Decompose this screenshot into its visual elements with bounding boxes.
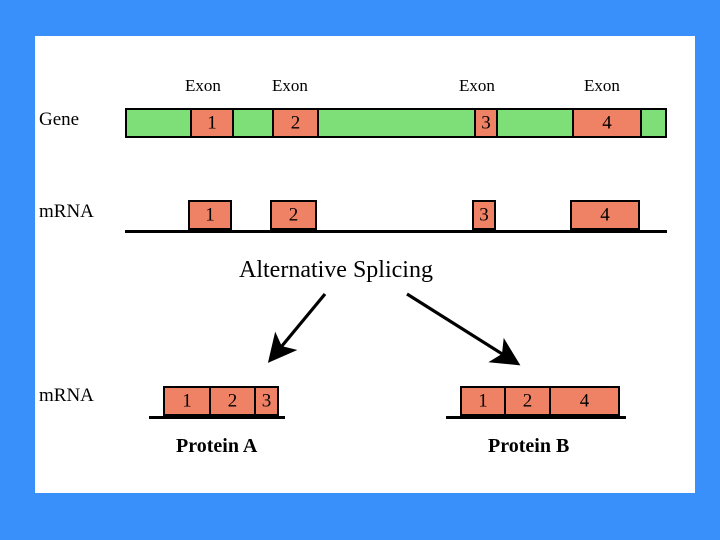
arrow-to-protein-a [267,292,327,363]
gene-exon-4[interactable]: 4 [572,110,642,136]
exon-caption-2: Exon [272,76,308,95]
exon-caption-1: Exon [185,76,221,95]
mrna-exon-1[interactable]: 1 [188,200,232,230]
mrna-exon-1-number: 1 [205,204,215,226]
exon-caption-3: Exon [459,76,495,95]
protein-a-baseline [149,416,285,419]
protein-a-exon-2[interactable]: 2 [210,386,255,416]
gene-row-label: Gene [39,109,80,130]
mrna-exon-4[interactable]: 4 [570,200,640,230]
gene-exon-1[interactable]: 1 [190,110,234,136]
alternative-splicing-title: Alternative Splicing [239,257,433,283]
protein-a-exon-1-number: 1 [182,390,192,412]
gene-exon-2[interactable]: 2 [272,110,319,136]
mrna-exon-2[interactable]: 2 [270,200,317,230]
protein-b-exon-2[interactable]: 2 [505,386,550,416]
protein-b-baseline [446,416,626,419]
protein-a-exon-3[interactable]: 3 [255,386,279,416]
exon-caption-4: Exon [584,76,620,95]
protein-b-exon-1-number: 1 [478,390,488,412]
arrow-to-protein-b [406,292,521,366]
mrna-exon-3-number: 3 [479,204,489,226]
protein-b-caption: Protein B [488,435,570,457]
protein-a-row-label: mRNA [39,385,94,406]
protein-b-exon-4[interactable]: 4 [550,386,620,416]
gene-exon-3[interactable]: 3 [474,110,498,136]
mrna-baseline [125,230,667,233]
gene-exon-1-number: 1 [207,112,217,134]
mrna-exon-2-number: 2 [288,204,299,226]
gene-exon-4-number: 4 [602,112,612,134]
protein-a-exon-2-number: 2 [227,390,238,412]
diagram-panel: Gene Exon Exon Exon Exon 1 2 3 4 mRNA 1 [35,36,695,493]
protein-a-exon-3-number: 3 [261,390,272,412]
gene-bar: 1 2 3 4 [125,108,667,138]
gene-exon-3-number: 3 [481,112,491,134]
mrna-row-label: mRNA [39,201,94,222]
protein-b-exon-2-number: 2 [522,390,533,412]
protein-b-exon-1[interactable]: 1 [460,386,505,416]
gene-exon-2-number: 2 [290,112,301,134]
mrna-exon-4-number: 4 [600,204,610,226]
protein-b-exon-4-number: 4 [579,390,590,412]
mrna-exon-3[interactable]: 3 [472,200,496,230]
protein-a-caption: Protein A [176,435,258,457]
protein-a-exon-1[interactable]: 1 [163,386,210,416]
